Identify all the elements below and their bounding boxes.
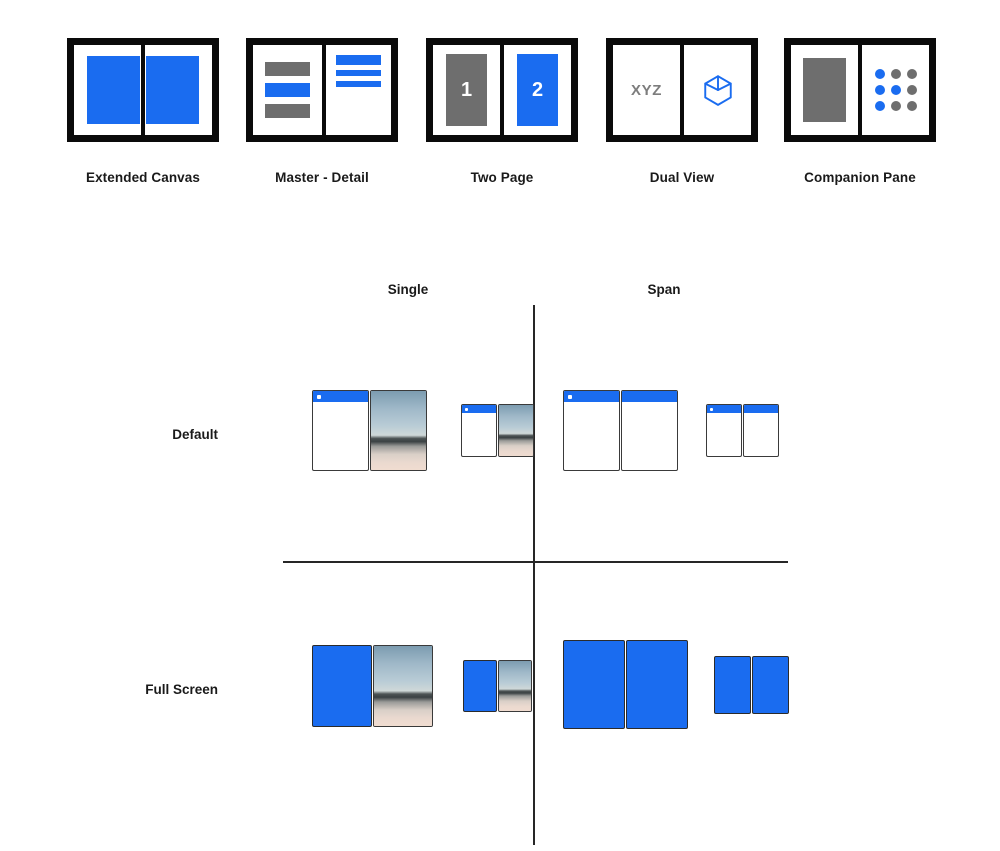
- extended-canvas-frame-icon: [67, 38, 219, 142]
- tool-dot: [906, 85, 917, 95]
- pattern-card-extended-canvas[interactable]: Extended Canvas: [52, 38, 234, 185]
- app-titlebar: [707, 405, 741, 413]
- dual-view-frame-icon: XYZ: [606, 38, 758, 142]
- detail-lines-icon: [326, 45, 391, 135]
- extended-canvas-left-pane: [74, 45, 145, 135]
- dual-screen-device-small[interactable]: [461, 404, 534, 457]
- pattern-label-extended-canvas: Extended Canvas: [85, 170, 201, 185]
- tool-dot: [874, 85, 885, 95]
- device-screen-right-wallpaper[interactable]: [498, 660, 532, 712]
- tool-dot: [874, 69, 885, 79]
- dual-screen-device-large[interactable]: [563, 640, 688, 729]
- app-titlebar: [462, 405, 496, 413]
- pattern-label-master-detail: Master - Detail: [275, 170, 369, 185]
- pattern-row: Extended Canvas Master - Detail 1 2: [0, 38, 1000, 193]
- companion-pane-left-pane: [791, 45, 862, 135]
- device-screen-left-app-window[interactable]: [563, 390, 620, 471]
- tool-dot: [906, 101, 917, 111]
- matrix-column-header-span: Span: [647, 282, 681, 297]
- pattern-card-companion-pane[interactable]: Companion Pane: [769, 38, 951, 185]
- tool-dot: [874, 101, 885, 111]
- blue-canvas-pane-icon: [145, 55, 200, 125]
- device-screen-left-app-window[interactable]: [706, 404, 742, 457]
- dual-screen-device-small[interactable]: [463, 660, 532, 712]
- pattern-card-dual-view[interactable]: XYZ Dual View: [591, 38, 773, 185]
- app-titlebar-continued: [744, 405, 778, 413]
- device-screen-right-wallpaper[interactable]: [498, 404, 534, 457]
- dual-screen-device-small[interactable]: [714, 655, 789, 714]
- cube-3d-icon: [703, 75, 732, 106]
- app-titlebar-continued: [622, 391, 677, 402]
- detail-line: [336, 81, 381, 87]
- tool-dot-grid-icon: [874, 69, 917, 111]
- device-screen-right-wallpaper[interactable]: [373, 645, 433, 727]
- detail-line: [336, 70, 381, 76]
- dual-view-right-pane: [684, 45, 751, 135]
- desktop-wallpaper-image: [499, 661, 531, 711]
- extended-canvas-right-pane: [145, 45, 212, 135]
- matrix-column-header-single: Single: [387, 282, 429, 297]
- master-detail-frame-icon: [246, 38, 398, 142]
- matrix-cell-single-full-screen: [312, 645, 532, 727]
- two-page-right-pane: 2: [504, 45, 571, 135]
- page-two-icon: 2: [516, 54, 559, 126]
- blue-canvas-pane-icon: [86, 55, 141, 125]
- device-screen-right-app-window-continued[interactable]: [621, 390, 678, 471]
- list-bar-item-selected: [265, 83, 310, 97]
- page-one-icon: 1: [445, 54, 488, 126]
- tool-dot: [890, 69, 901, 79]
- device-screen-left-app-window[interactable]: [312, 390, 369, 471]
- matrix-vertical-divider: [533, 305, 535, 845]
- pattern-label-companion-pane: Companion Pane: [804, 170, 916, 185]
- list-bar-item: [265, 62, 310, 76]
- matrix-row-header-default: Default: [172, 427, 218, 442]
- companion-pane-frame-icon: [784, 38, 936, 142]
- dual-screen-device-large[interactable]: [563, 390, 678, 471]
- tool-dot: [906, 69, 917, 79]
- pattern-card-two-page[interactable]: 1 2 Two Page: [411, 38, 593, 185]
- device-screen-right-app-fullscreen[interactable]: [752, 655, 789, 714]
- tool-dot: [890, 85, 901, 95]
- dual-view-left-pane: XYZ: [613, 45, 684, 135]
- app-titlebar-dot-icon: [710, 407, 713, 411]
- device-screen-left-app-fullscreen[interactable]: [714, 655, 751, 714]
- device-screen-left-app-fullscreen[interactable]: [463, 660, 497, 712]
- list-bars-icon: [253, 45, 326, 135]
- two-page-frame-icon: 1 2: [426, 38, 578, 142]
- tool-dot: [890, 101, 901, 111]
- desktop-wallpaper-image: [499, 405, 533, 456]
- app-titlebar-dot-icon: [568, 394, 572, 399]
- content-block-icon: [803, 57, 846, 123]
- matrix-cell-span-default: [563, 390, 779, 471]
- matrix-row-header-full-screen: Full Screen: [145, 682, 218, 697]
- dual-screen-device-small[interactable]: [706, 404, 779, 457]
- companion-pane-right-pane: [862, 45, 929, 135]
- app-titlebar-dot-icon: [465, 407, 468, 411]
- two-page-left-pane: 1: [433, 45, 504, 135]
- device-screen-left-app-fullscreen[interactable]: [563, 640, 625, 729]
- matrix-horizontal-divider: [283, 561, 788, 563]
- pattern-card-master-detail[interactable]: Master - Detail: [231, 38, 413, 185]
- device-screen-left-app-fullscreen[interactable]: [312, 645, 372, 727]
- list-bar-item: [265, 104, 310, 118]
- pattern-label-two-page: Two Page: [470, 170, 534, 185]
- detail-line: [336, 55, 381, 65]
- xyz-data-icon: XYZ: [631, 81, 662, 99]
- device-screen-right-wallpaper[interactable]: [370, 390, 427, 471]
- app-titlebar-dot-icon: [317, 394, 321, 399]
- matrix-cell-single-default: [312, 390, 534, 471]
- dual-screen-device-large[interactable]: [312, 645, 433, 727]
- dual-screen-device-large[interactable]: [312, 390, 427, 471]
- matrix-cell-span-full-screen: [563, 640, 789, 729]
- device-screen-left-app-window[interactable]: [461, 404, 497, 457]
- desktop-wallpaper-image: [374, 646, 432, 726]
- desktop-wallpaper-image: [371, 391, 426, 470]
- app-titlebar: [313, 391, 368, 402]
- app-titlebar: [564, 391, 619, 402]
- device-screen-right-app-window-continued[interactable]: [743, 404, 779, 457]
- device-screen-right-app-fullscreen[interactable]: [626, 640, 688, 729]
- pattern-label-dual-view: Dual View: [649, 170, 715, 185]
